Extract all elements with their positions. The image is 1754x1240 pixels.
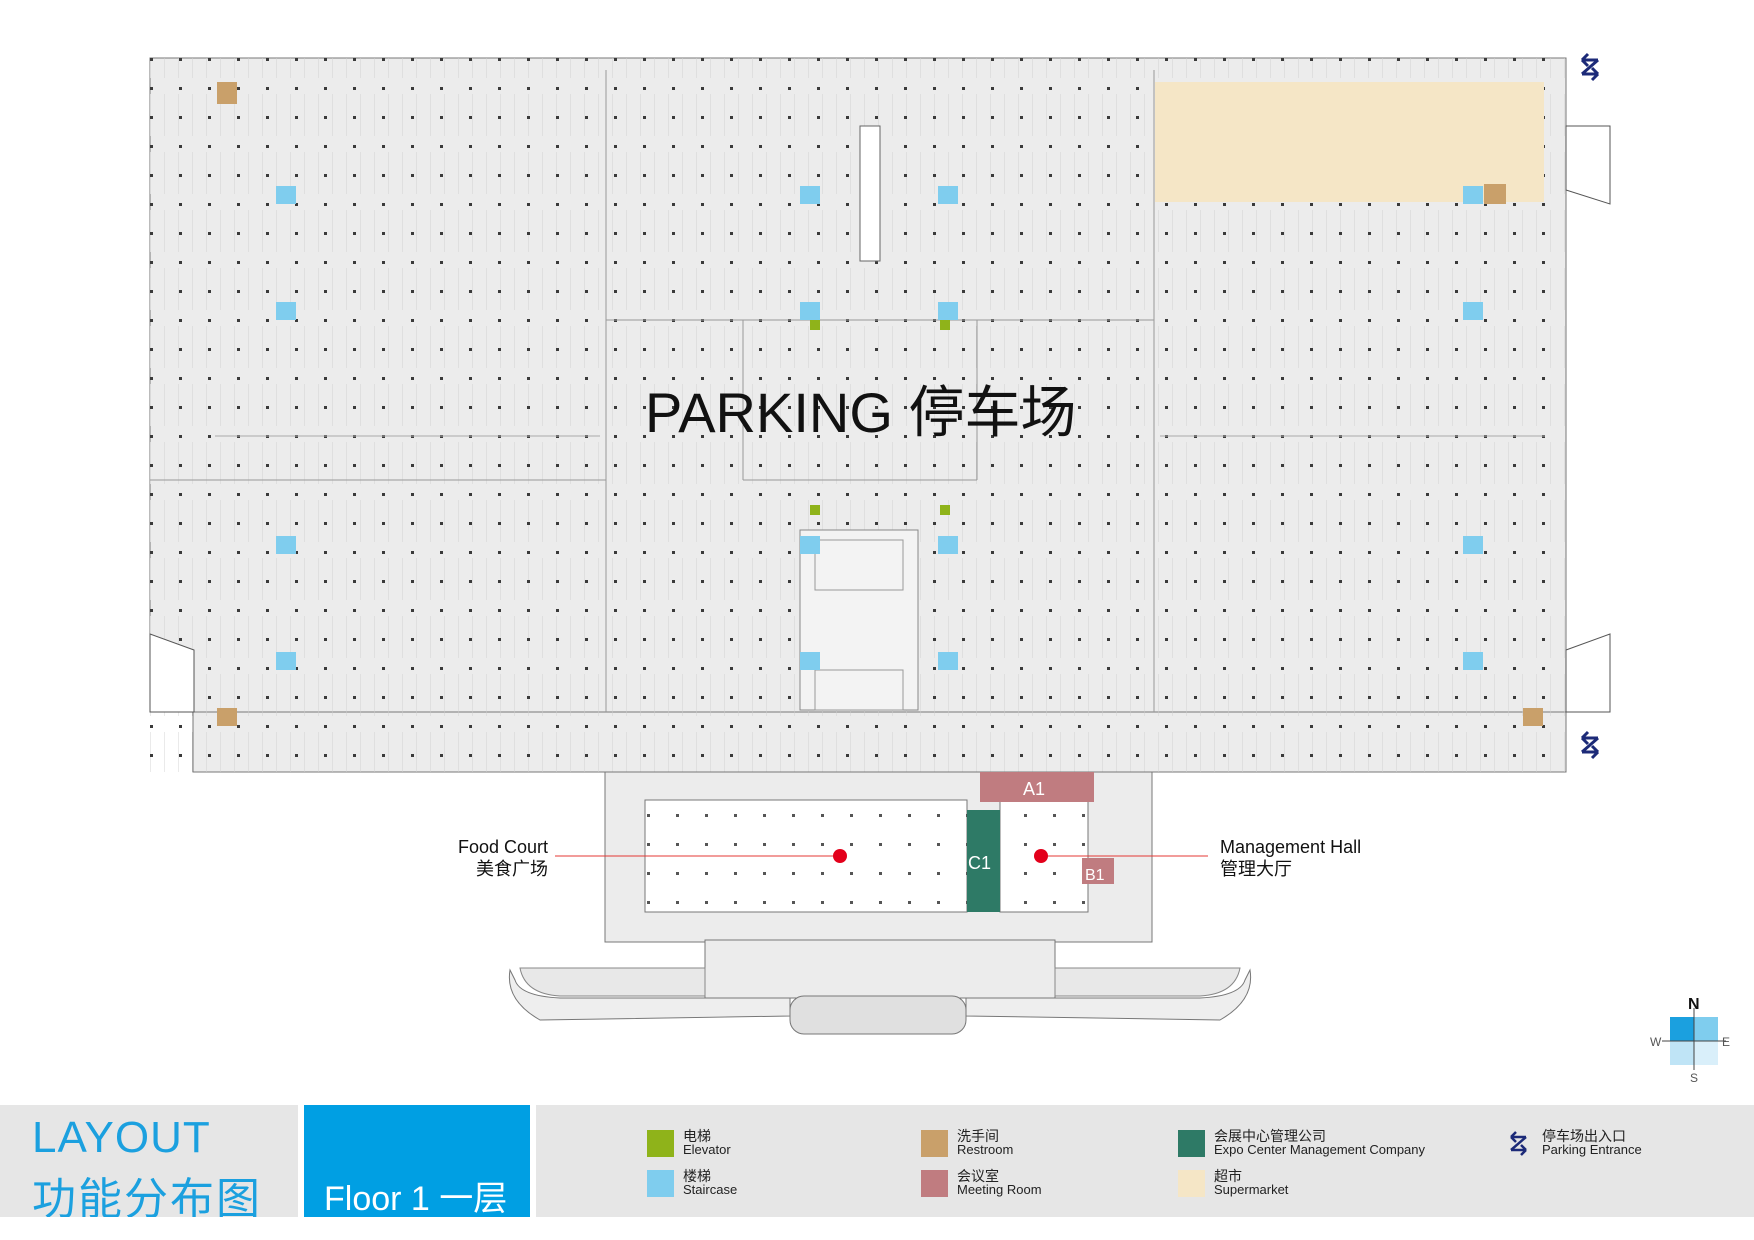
management-company-swatch: [1178, 1130, 1205, 1157]
legend-label-zh: 洗手间: [957, 1128, 999, 1144]
parking-entrance-icon: [1510, 1131, 1527, 1156]
restroom-swatch: [921, 1130, 948, 1157]
bottom-margin: [0, 1217, 1754, 1240]
entrance-plaza: [508, 939, 1252, 1035]
food-court-label-zh: 美食广场: [476, 859, 548, 879]
legend-label-en: Parking Entrance: [1542, 1142, 1642, 1157]
layout-title-block: LAYOUT 功能分布图: [0, 1105, 304, 1224]
legend-label-en: Staircase: [683, 1182, 738, 1197]
legend-label-en: Supermarket: [1214, 1182, 1289, 1197]
compass-n: N: [1688, 996, 1700, 1013]
floor-plan-map: N W E S PARKING 停车场 Food Court 美食广场 Mana…: [149, 52, 1730, 1085]
parking-label: PARKING 停车场: [645, 381, 1076, 444]
legend-label-zh: 超市: [1214, 1168, 1242, 1184]
legend-label-zh: 会展中心管理公司: [1214, 1128, 1326, 1144]
parking-entrance-icon: [1580, 52, 1600, 82]
floor-label: Floor 1 一层: [324, 1180, 508, 1218]
elevator-swatch: [647, 1130, 674, 1157]
legend-label-en: Expo Center Management Company: [1214, 1142, 1426, 1157]
podium-building: [555, 771, 1208, 943]
compass-s: S: [1690, 1071, 1698, 1085]
room-a1-label: A1: [1023, 779, 1045, 799]
food-court-label-en: Food Court: [458, 837, 548, 857]
legend-label-zh: 会议室: [957, 1168, 999, 1184]
compass-w: W: [1650, 1035, 1662, 1049]
compass: N W E S: [1650, 996, 1730, 1085]
management-hall-label-zh: 管理大厅: [1220, 859, 1292, 879]
legend-label-en: Elevator: [683, 1142, 731, 1157]
supermarket-swatch: [1178, 1170, 1205, 1197]
floor-title-block: Floor 1 一层: [304, 1105, 536, 1218]
legend-label-en: Restroom: [957, 1142, 1014, 1157]
supermarket-zone: [1155, 82, 1544, 202]
staircase-swatch: [647, 1170, 674, 1197]
layout-title-zh: 功能分布图: [32, 1175, 262, 1224]
layout-title-en: LAYOUT: [32, 1113, 211, 1162]
legend-label-zh: 楼梯: [683, 1168, 711, 1184]
parking-entrance-icon: [1580, 730, 1600, 760]
room-c1-label: C1: [968, 853, 991, 873]
legend-label-zh: 电梯: [683, 1128, 711, 1144]
room-b1-label: B1: [1085, 867, 1105, 884]
legend-label-en: Meeting Room: [957, 1182, 1042, 1197]
management-hall-label-en: Management Hall: [1220, 837, 1361, 857]
meeting-room-swatch: [921, 1170, 948, 1197]
legend-label-zh: 停车场出入口: [1542, 1128, 1626, 1144]
compass-e: E: [1722, 1035, 1730, 1049]
